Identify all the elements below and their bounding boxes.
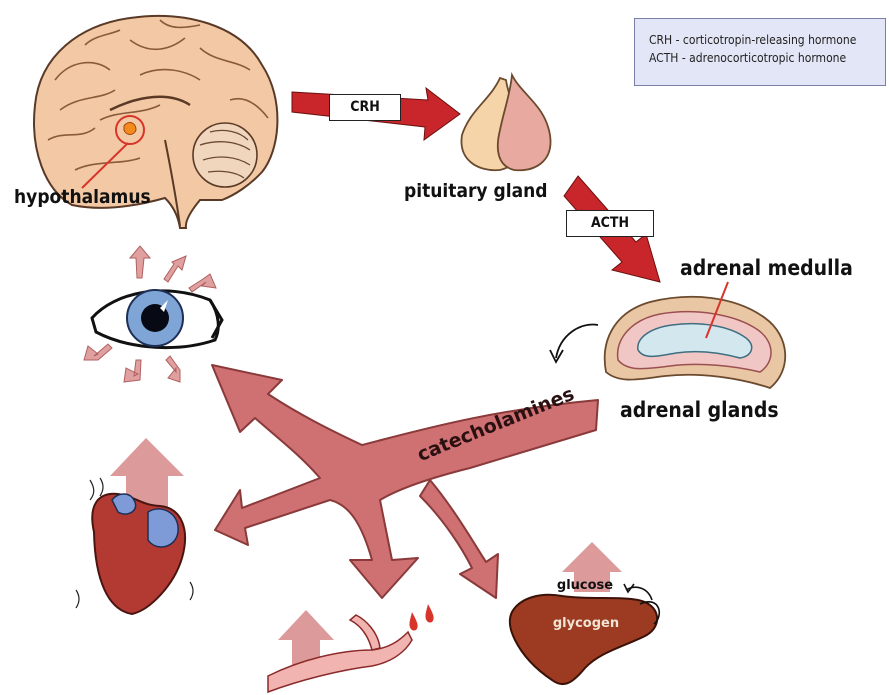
hypothalamus-label: hypothalamus bbox=[14, 186, 151, 208]
pituitary-gland-illustration bbox=[461, 75, 550, 170]
heart-illustration bbox=[76, 438, 193, 614]
legend-crh-definition: CRH - corticotropin-releasing hormone bbox=[649, 31, 885, 49]
adrenal-glands-label: adrenal glands bbox=[620, 398, 779, 422]
eye-illustration bbox=[84, 246, 222, 382]
adrenal-gland-illustration bbox=[550, 282, 785, 388]
legend-box: CRH - corticotropin-releasing hormone AC… bbox=[634, 18, 886, 86]
acth-tag: ACTH bbox=[566, 210, 654, 237]
legend-acth-definition: ACTH - adrenocorticotropic hormone bbox=[649, 49, 885, 67]
liver-illustration bbox=[510, 542, 659, 684]
blood-vessel-illustration bbox=[268, 604, 434, 692]
glucose-label: glucose bbox=[557, 578, 613, 593]
pituitary-gland-label: pituitary gland bbox=[404, 180, 548, 202]
glycogen-label: glycogen bbox=[553, 616, 619, 631]
crh-tag: CRH bbox=[329, 94, 401, 121]
adrenal-medulla-label: adrenal medulla bbox=[680, 256, 853, 280]
